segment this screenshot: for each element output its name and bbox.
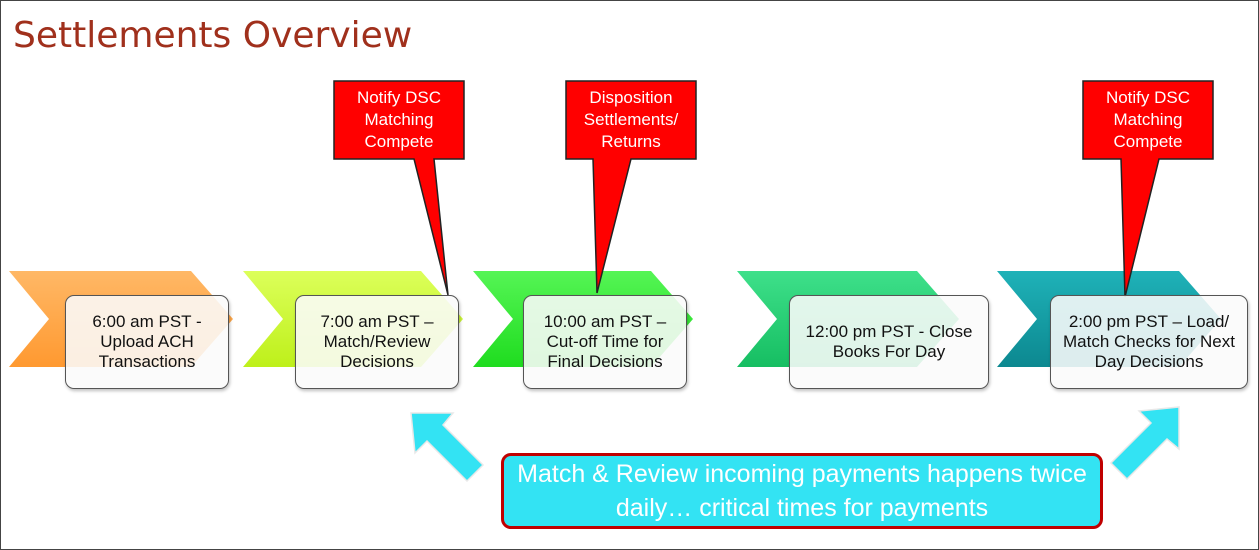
- step-box-2: 7:00 am PST – Match/Review Decisions: [295, 295, 459, 389]
- callout-1-text: Notify DSC Matching Compete: [356, 88, 442, 151]
- callout-2-text: Disposition Settlements/ Returns: [583, 88, 679, 151]
- step-box-3: 10:00 am PST – Cut-off Time for Final De…: [523, 295, 687, 389]
- step-box-4: 12:00 pm PST - Close Books For Day: [789, 295, 989, 389]
- callout-1: [333, 80, 465, 296]
- callout-3: [1082, 80, 1214, 298]
- step-box-1: 6:00 am PST - Upload ACH Transactions: [65, 295, 229, 389]
- callout-2: [565, 80, 697, 294]
- arrow-left-up-icon: [410, 412, 485, 483]
- step-box-5: 2:00 pm PST – Load/ Match Checks for Nex…: [1050, 295, 1248, 389]
- page-title: Settlements Overview: [13, 15, 413, 56]
- callout-3-text: Notify DSC Matching Compete: [1105, 88, 1191, 151]
- arrow-right-up-icon: [1109, 406, 1180, 481]
- summary-banner: Match & Review incoming payments happens…: [501, 453, 1103, 529]
